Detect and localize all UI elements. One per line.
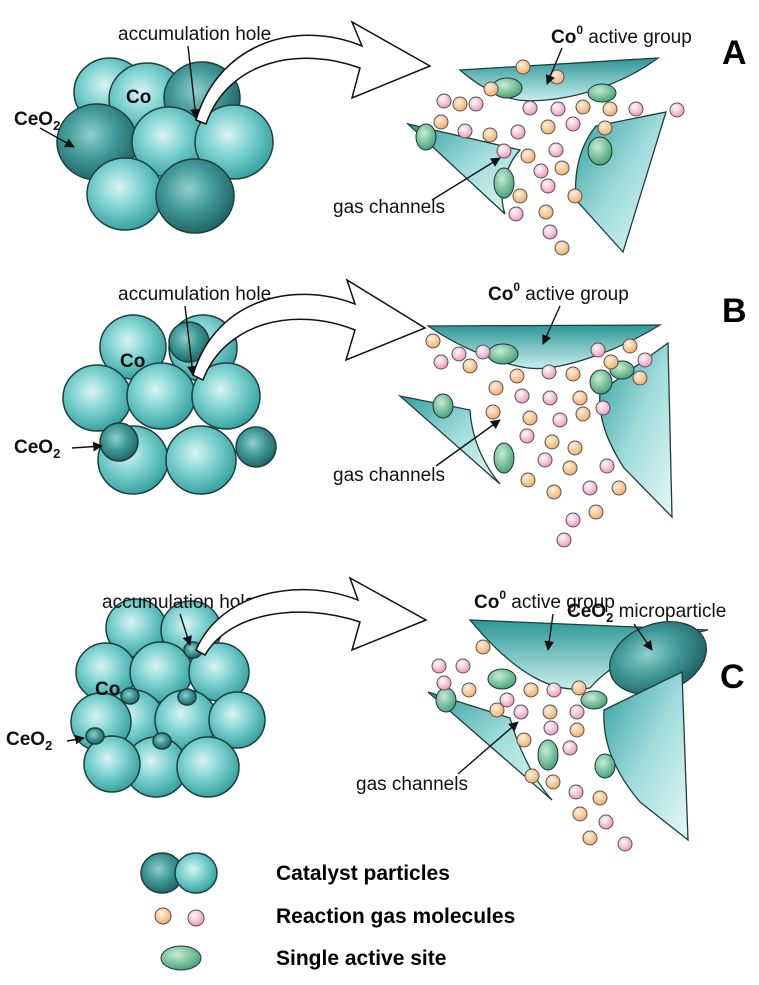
co-label: Co [95,679,120,700]
microparticle-label: CeO2 microparticle [567,601,726,625]
gas-molecules-icon [154,907,205,927]
active-group-pointer [542,305,561,345]
gas-channels-label: gas channels [333,465,445,486]
hole-pointer [184,305,197,376]
catalyst-particles-icon [140,852,218,894]
legend-label-gas: Reaction gas molecules [276,905,515,928]
accumulation-hole-label: accumulation hole [102,592,255,613]
accumulation-hole-label: accumulation hole [118,24,271,45]
gas-molecules [425,333,653,548]
active-group-label: Co0 active group [488,280,629,305]
hole-pointer [187,45,200,119]
particle-cluster [70,598,266,798]
active-group-label: Co0 active group [551,23,692,48]
ceo2-pointer [39,127,75,148]
hole-pointer [179,613,192,646]
zoom-arrow [195,20,432,125]
ceo2-pointer [66,734,85,745]
microparticle-pointer [633,623,653,651]
active-sites [415,77,617,199]
ceo2-label: CeO2 [6,729,52,753]
accumulation-hole-label: accumulation hole [118,284,271,305]
ceo2-label: CeO2 [14,437,60,461]
pore-walls [405,57,667,254]
co-label: Co [120,351,145,372]
active-group-pointer [545,47,563,85]
zoom-arrow [192,278,427,382]
active-sites [435,668,616,779]
panel-c: Co CeO2 accumulation hole [6,576,745,852]
active-site-icon [160,945,202,971]
gas-channels-pointer [431,157,501,201]
gas-channels-pointer [457,721,519,775]
panel-b: Co CeO2 accumulation hole [14,278,747,548]
active-group-label: Co0 active group [474,588,615,613]
particle-cluster [62,314,277,495]
ceo2-pointer [71,441,103,452]
pore-walls [397,324,673,519]
legend-label-site: Single active site [276,947,446,970]
panel-letter-a: A [722,34,747,72]
legend: Catalyst particles Reaction gas molecule… [140,852,515,971]
ceo2-label: CeO2 [14,109,60,133]
active-group-pointer [544,613,555,651]
panel-letter-b: B [722,292,747,330]
panel-letter-c: C [720,658,745,696]
panel-a: Co CeO2 accumulation hole [14,20,747,256]
co-label: Co [126,87,151,108]
gas-channels-label: gas channels [356,774,468,795]
particle-cluster [56,57,274,234]
legend-label-catalyst: Catalyst particles [276,862,450,885]
gas-molecules [433,59,685,256]
zoom-arrow [195,576,428,657]
gas-channels-pointer [435,419,501,467]
gas-channels-label: gas channels [333,197,445,218]
gas-molecules [431,639,633,852]
